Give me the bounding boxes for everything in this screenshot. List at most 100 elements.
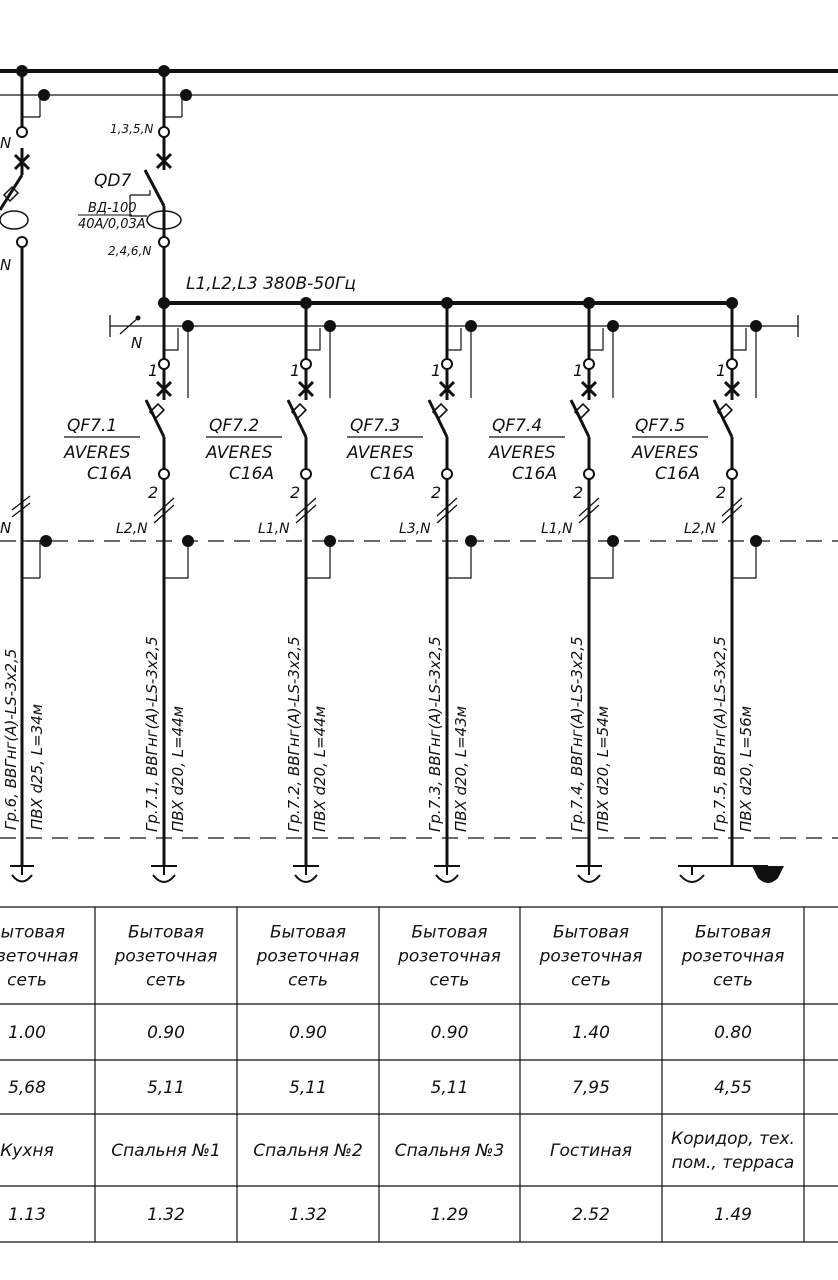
breaker-name: QF7.5	[635, 416, 685, 436]
breaker-blade	[427, 399, 449, 438]
table-cell: Спальня №2	[253, 1141, 363, 1161]
table-cell: 1.00	[8, 1023, 46, 1043]
terminal-bottom	[300, 468, 312, 480]
qd7-rating: 40А/0,03А	[78, 217, 146, 232]
group-cable-label: Гр.7.1, ВВГнг(А)-LS-3х2,5	[143, 636, 161, 832]
breaker-cross	[297, 380, 315, 398]
left-input-top-pins: N	[0, 134, 11, 152]
breaker-cross	[723, 380, 741, 398]
pe-junction-dot	[465, 535, 477, 547]
left-group-conduit-label: ПВХ d25, L=34м	[28, 704, 46, 830]
bus-voltage-label: L1,L2,L3 380В-50Гц	[186, 274, 356, 294]
table-cell: 0.80	[714, 1023, 752, 1043]
table-cell: 5,11	[147, 1078, 185, 1098]
neutral-bus-label: N	[131, 334, 142, 352]
terminal-bottom	[726, 468, 738, 480]
table-cell: 7,95	[572, 1078, 610, 1098]
qd7-type: ВД-100	[88, 201, 137, 216]
breaker-pin-top: 1	[148, 361, 158, 380]
qd7-bottom-pins: 2,4,6,N	[108, 244, 151, 258]
breaker-pin-bottom: 2	[716, 483, 726, 502]
terminal-bottom	[583, 468, 595, 480]
group-cable-label: Гр.7.4, ВВГнг(А)-LS-3х2,5	[568, 636, 586, 832]
group-phase: L2,N	[116, 521, 148, 537]
breaker-rating: C16A	[87, 464, 132, 484]
table-cell: Спальня №1	[111, 1141, 221, 1161]
breaker-brand: AVERES	[205, 443, 273, 463]
breaker-cross	[580, 380, 598, 398]
breaker-cross	[438, 380, 456, 398]
group-phase: L2,N	[684, 521, 716, 537]
socket-symbol	[293, 865, 319, 883]
breaker-blade	[569, 399, 591, 438]
qd7-rcd-symbol	[129, 65, 192, 303]
breaker-brand: AVERES	[488, 443, 556, 463]
breaker-pin-top: 1	[716, 361, 726, 380]
breaker-brand: AVERES	[63, 443, 131, 463]
qd7-top-pins: 1,3,5,N	[110, 122, 153, 136]
table-cell: 1.13	[8, 1205, 46, 1225]
breaker-pin-bottom: 2	[148, 483, 158, 502]
additional-socket-symbols	[678, 865, 784, 883]
table-cell: 0.90	[289, 1023, 327, 1043]
group-conduit-label: ПВХ d20, L=44м	[169, 706, 187, 832]
breaker-blade	[286, 399, 308, 438]
terminal-top	[158, 358, 170, 370]
socket-symbol	[434, 865, 460, 883]
group-cable-label: Гр.7.3, ВВГнг(А)-LS-3х2,5	[426, 636, 444, 832]
breaker-rating: C16A	[370, 464, 415, 484]
terminal-top	[583, 358, 595, 370]
terminal-top	[441, 358, 453, 370]
table-cell: 1.40	[572, 1023, 610, 1043]
breaker-name: QF7.2	[209, 416, 259, 436]
table-cell: 1.32	[147, 1205, 185, 1225]
breaker-name: QF7.3	[350, 416, 400, 436]
terminal-top	[300, 358, 312, 370]
breaker-pin-top: 1	[431, 361, 441, 380]
breaker-pin-bottom: 2	[290, 483, 300, 502]
pe-junction-dot	[324, 535, 336, 547]
group-cable-label: Гр.7.2, ВВГнг(А)-LS-3х2,5	[285, 636, 303, 832]
group-conduit-label: ПВХ d20, L=44м	[311, 706, 329, 832]
breaker-cross	[155, 380, 173, 398]
group-phase: L1,N	[258, 521, 290, 537]
terminal-bottom	[158, 468, 170, 480]
breaker-blade	[144, 399, 166, 438]
pe-junction-dot	[607, 535, 619, 547]
table-cell: Коридор, тех.пом., терраса	[671, 1129, 795, 1173]
table-cell: 0.90	[431, 1023, 469, 1043]
breaker-rating: C16A	[655, 464, 700, 484]
group-conduit-label: ПВХ d20, L=43м	[452, 706, 470, 832]
table-cell: 4,55	[714, 1078, 752, 1098]
table-cell: 5,68	[8, 1078, 46, 1098]
pe-junction-dot	[750, 535, 762, 547]
breaker-brand: AVERES	[631, 443, 699, 463]
terminal-bottom	[441, 468, 453, 480]
table-cell: 5,11	[289, 1078, 327, 1098]
breaker-pin-bottom: 2	[573, 483, 583, 502]
breaker-pin-bottom: 2	[431, 483, 441, 502]
group-phase: L1,N	[541, 521, 573, 537]
table-cell: 2.52	[572, 1205, 610, 1225]
terminal-top	[726, 358, 738, 370]
qd7-name: QD7	[94, 171, 131, 191]
breaker-blade	[712, 399, 734, 438]
group-conduit-label: ПВХ d20, L=56м	[737, 706, 755, 832]
socket-symbol	[576, 865, 602, 883]
table-cell: 1.49	[714, 1205, 752, 1225]
left-group-cable-label: Гр.6, ВВГнг(А)-LS-3х2,5	[2, 649, 20, 830]
breaker-name: QF7.4	[492, 416, 542, 436]
breaker-name: QF7.1	[67, 416, 117, 436]
table-cell: Спальня №3	[395, 1141, 505, 1161]
socket-symbol	[151, 865, 177, 883]
